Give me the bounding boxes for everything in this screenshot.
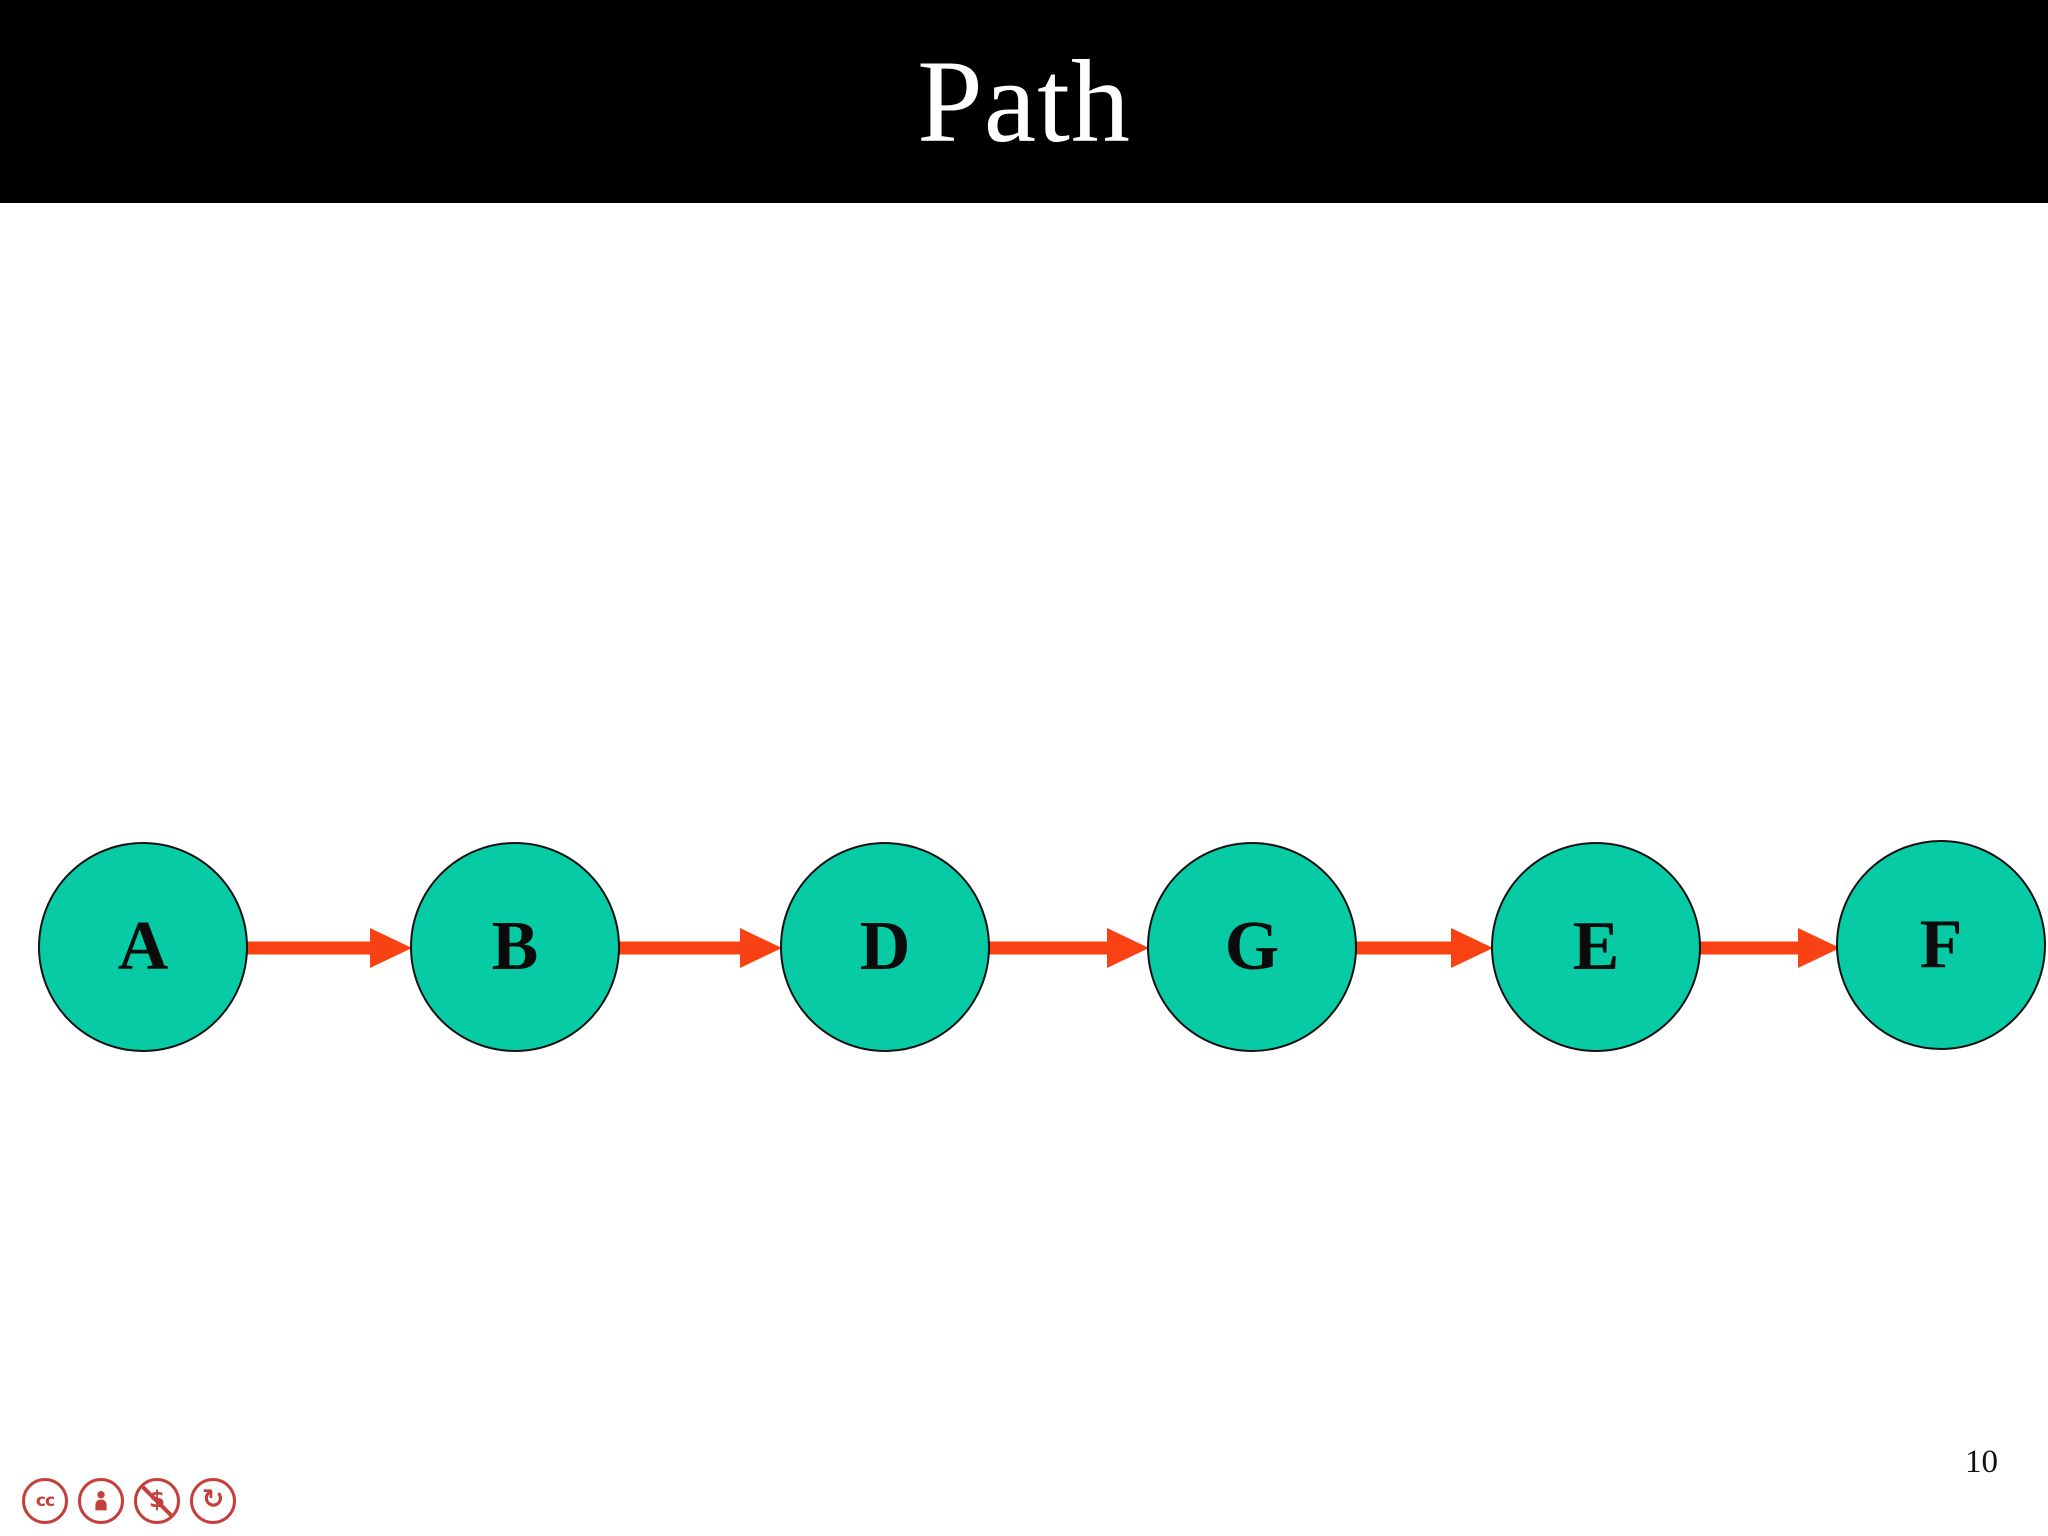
node-B: B	[410, 842, 620, 1052]
node-A-label: A	[117, 908, 169, 985]
cc-icon-glyph: cc	[35, 1490, 55, 1511]
node-D-label: D	[859, 908, 911, 985]
node-A: A	[38, 842, 248, 1052]
node-E-label: E	[1572, 908, 1620, 985]
page-number: 10	[1965, 1444, 1998, 1480]
node-D: D	[780, 842, 990, 1052]
person-shape	[95, 1491, 107, 1511]
title-banner: Path	[0, 0, 2048, 203]
node-B-label: B	[491, 908, 539, 985]
sa-arrow-icon: ↻	[190, 1478, 236, 1524]
slide-title: Path	[917, 35, 1131, 167]
nc-dollar-icon: $	[134, 1478, 180, 1524]
node-G: G	[1147, 842, 1357, 1052]
by-person-icon	[78, 1478, 124, 1524]
node-F: F	[1836, 840, 2046, 1050]
cc-icon: cc	[22, 1478, 68, 1524]
license-badges: cc $ ↻	[22, 1478, 236, 1524]
node-G-label: G	[1224, 908, 1280, 985]
node-E: E	[1491, 842, 1701, 1052]
node-F-label: F	[1919, 906, 1963, 983]
sa-icon-glyph: ↻	[201, 1484, 225, 1515]
